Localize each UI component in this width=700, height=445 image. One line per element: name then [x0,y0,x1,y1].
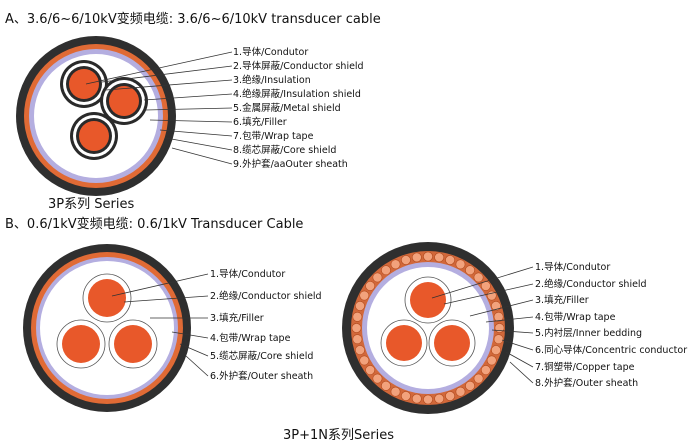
cable-b-right-concentric-conductor [351,251,505,405]
concentric-wire [365,365,376,375]
concentric-wire [381,380,391,391]
cable-b-left-core-bottom-left [56,319,106,369]
cable-a-label-conductor: 1.导体/Condutor [233,46,308,58]
concentric-wire [455,386,466,397]
cable-b-right-leader-lines [431,266,534,384]
concentric-wire [434,393,445,404]
concentric-wire [401,255,411,265]
concentric-wire [355,301,365,311]
cable-b-left-label-conductor: 1.导体/Condutor [210,268,285,280]
concentric-wire [473,373,484,384]
cable-a-label-outer-sheath: 9.外护套/aaOuter sheath [233,158,348,170]
concentric-wire [390,259,401,270]
concentric-wire [480,365,491,375]
concentric-wire [423,251,433,262]
section-a-caption: 3P系列 Series [48,197,135,212]
cable-b-left-label-wrap-tape: 4.包带/Wrap tape [210,332,291,344]
cable-b-right-label-wrap-tape: 4.包带/Wrap tape [535,311,616,323]
cable-b-left-cross-section [23,244,191,412]
cable-a-label-insulation: 3.绝缘/Insulation [233,74,311,86]
cable-a-label-insulation-shield: 4.绝缘屏蔽/Insulation shield [233,88,361,100]
cable-b-left-label-conductor-shield: 2.绝缘/Conductor shield [210,290,322,302]
concentric-wire [455,259,466,270]
cable-b-right-labels: 1.导体/Condutor 2.绝缘/Conductor shield 3.填充… [535,261,687,389]
cable-b-right-core-bottom-right [428,319,476,367]
concentric-wire [372,272,383,283]
concentric-wire [411,252,422,263]
concentric-wire [401,391,411,401]
cable-a-label-wrap-tape: 7.包带/Wrap tape [233,130,314,142]
cable-b-right-label-outer-sheath: 8.外护套/Outer sheath [535,377,638,389]
cable-b-right-label-concentric-conductor: 6.同心导体/Concentric conductor [535,344,687,356]
cable-a-core-right [100,77,148,125]
cable-b-left-core-bottom-right [108,319,158,369]
cable-a-label-filler: 6.填充/Filler [233,116,287,128]
concentric-wire [493,334,504,345]
cable-b-right-cross-section [342,242,514,414]
concentric-wire [365,281,376,291]
cable-b-left-label-core-shield: 5.缆芯屏蔽/Core shield [210,350,313,362]
concentric-wire [359,290,370,301]
section-b-title: B、0.6/1kV变频电缆: 0.6/1kV Transducer Cable [5,217,304,232]
concentric-wire [352,334,363,345]
cable-a-leader-lines [85,51,233,165]
concentric-wire [411,393,422,404]
concentric-wire [445,391,455,401]
cable-a-label-conductor-shield: 2.导体屏蔽/Conductor shield [233,60,364,72]
concentric-wire [494,323,505,333]
concentric-wire [352,311,363,322]
cable-b-left-labels: 1.导体/Condutor 2.绝缘/Conductor shield 3.填充… [210,268,322,382]
concentric-wire [486,290,497,301]
concentric-wire [445,255,455,265]
cable-a-core-top [60,60,108,108]
cable-b-right-label-conductor: 1.导体/Condutor [535,261,610,273]
concentric-wire [434,252,445,263]
concentric-wire [491,301,501,311]
concentric-wire [351,323,362,333]
section-b-caption: 3P+1N系列Series [283,428,394,443]
cable-b-left-leader-lines [111,273,209,377]
cable-a-label-core-shield: 8.缆芯屏蔽/Core shield [233,144,336,156]
concentric-wire [473,272,484,283]
cable-a-label-metal-shield: 5.金属屏蔽/Metal shield [233,102,341,114]
concentric-wire [493,311,504,322]
concentric-wire [355,345,365,355]
concentric-wire [390,386,401,397]
concentric-wire [381,265,391,276]
concentric-wire [491,345,501,355]
cable-b-left-core-top [82,273,132,323]
cable-b-right-label-inner-bedding: 5.内衬层/Inner bedding [535,327,642,339]
cable-a-core-bottom [70,112,118,160]
concentric-wire [423,394,433,405]
concentric-wire [359,355,370,366]
concentric-wire [372,373,383,384]
cable-a-cross-section [16,36,176,196]
concentric-wire [465,265,475,276]
cable-b-right-core-bottom-left [380,319,428,367]
cable-b-left-label-filler: 3.填充/Filler [210,312,264,324]
cable-b-right-label-copper-tape: 7.铜塑带/Copper tape [535,361,635,373]
section-a-title: A、3.6/6~6/10kV变频电缆: 3.6/6~6/10kV transdu… [5,12,381,27]
cable-b-right-core-top [404,276,452,324]
cable-b-left-label-outer-sheath: 6.外护套/Outer sheath [210,370,313,382]
cable-b-right-label-filler: 3.填充/Filler [535,294,589,306]
concentric-wire [486,355,497,366]
concentric-wire [465,380,475,391]
cable-a-labels: 1.导体/Condutor 2.导体屏蔽/Conductor shield 3.… [233,46,364,170]
cable-b-right-label-conductor-shield: 2.绝缘/Conductor shield [535,278,647,290]
